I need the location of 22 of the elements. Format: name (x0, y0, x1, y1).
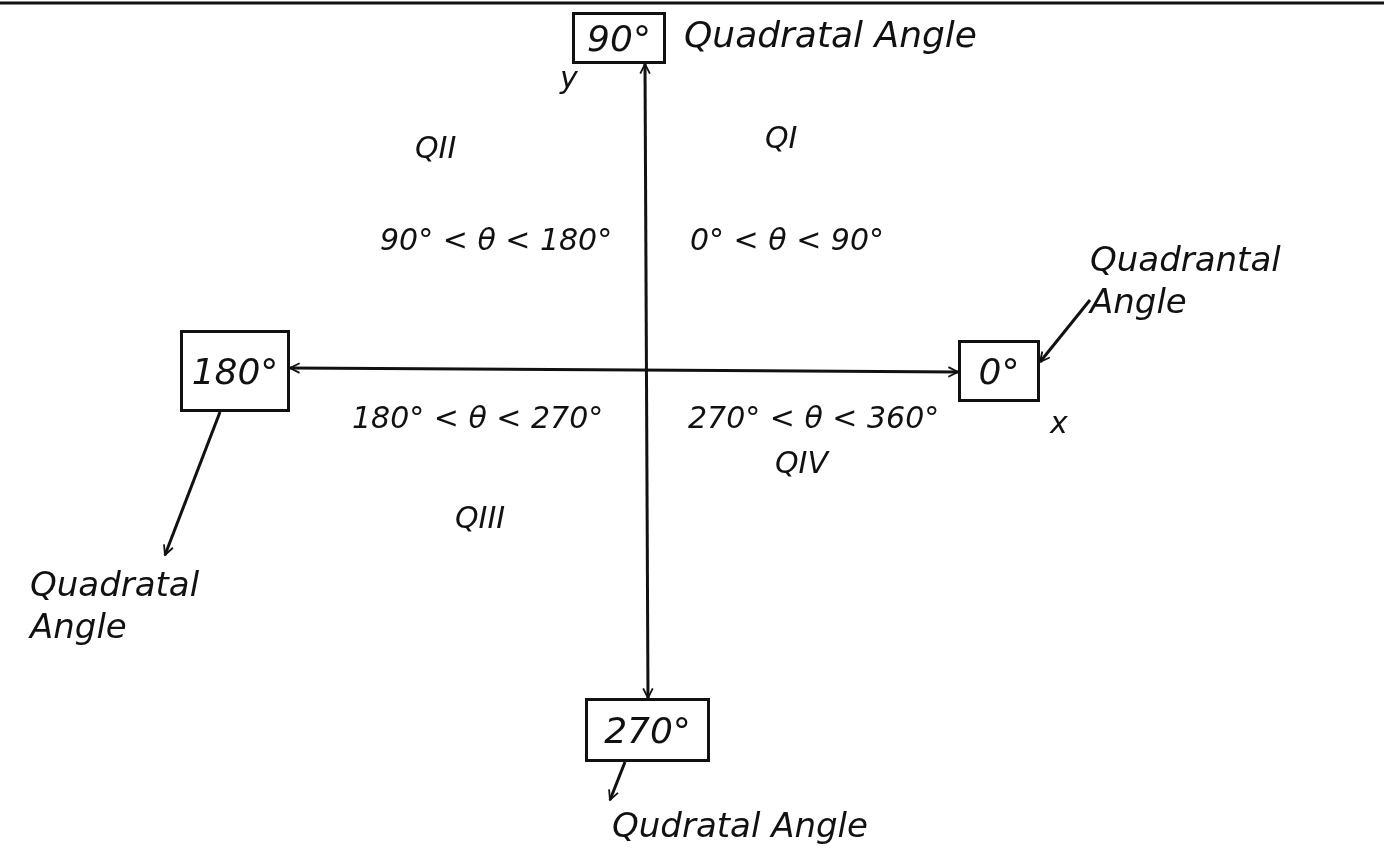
angle-box: 180° (180, 330, 290, 412)
angle-box: 90° (572, 12, 666, 64)
arrow (163, 411, 222, 556)
annotation-text: Quadrantal Angle (1090, 230, 1380, 330)
angle-range: 180° < θ < 270° (352, 400, 604, 435)
arrow (608, 761, 627, 801)
quadrant-label: QIII (455, 500, 506, 535)
angle-range: 0° < θ < 90° (690, 222, 885, 257)
annotation-text: Qudratal Angle (590, 800, 890, 850)
angle-range: 90° < θ < 180° (380, 222, 613, 257)
arrow (1038, 299, 1092, 363)
angle-range: 270° < θ < 360° (688, 400, 940, 435)
arrow (289, 362, 959, 378)
annotation-text: Quadratal Angle (684, 14, 977, 55)
angle-box: 0° (958, 340, 1040, 402)
annotation-text: Quadratal Angle (30, 555, 260, 655)
angle-box: 270° (585, 698, 710, 762)
quadrant-label: QI (765, 120, 798, 155)
arrow (639, 63, 654, 699)
quadrant-label: QIV (775, 445, 828, 480)
axis-label: x (1050, 405, 1068, 440)
quadrant-label: QII (415, 130, 457, 165)
